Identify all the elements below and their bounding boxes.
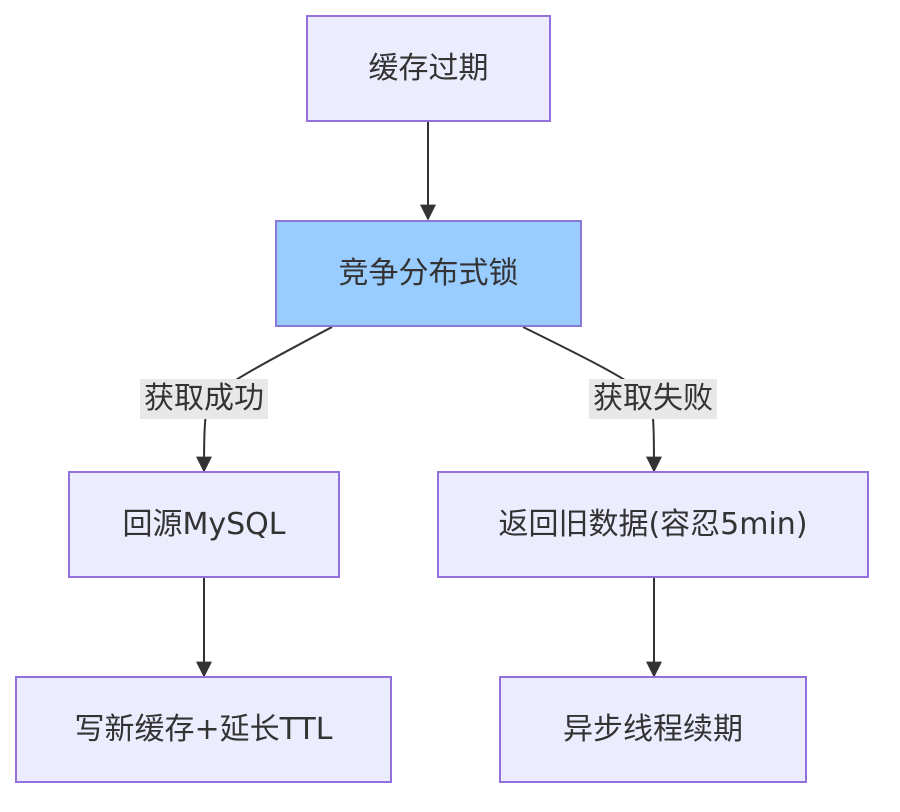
node-fetch-from-mysql-label: 回源MySQL [122,506,286,542]
edge-label-lock-fail: 获取失败 [589,379,717,419]
node-async-renewal-label: 异步线程续期 [563,711,743,747]
node-cache-expired: 缓存过期 [306,15,551,122]
node-compete-distributed-lock: 竞争分布式锁 [275,220,582,327]
node-cache-expired-label: 缓存过期 [368,50,489,86]
node-return-stale-data-label: 返回旧数据(容忍5min) [498,506,808,542]
node-write-new-cache: 写新缓存+延长TTL [15,676,392,783]
node-return-stale-data: 返回旧数据(容忍5min) [437,471,869,578]
node-fetch-from-mysql: 回源MySQL [68,471,340,578]
node-async-renewal: 异步线程续期 [499,676,807,783]
edge-label-lock-success: 获取成功 [140,379,268,419]
node-compete-distributed-lock-label: 竞争分布式锁 [338,255,519,291]
node-write-new-cache-label: 写新缓存+延长TTL [74,711,333,747]
